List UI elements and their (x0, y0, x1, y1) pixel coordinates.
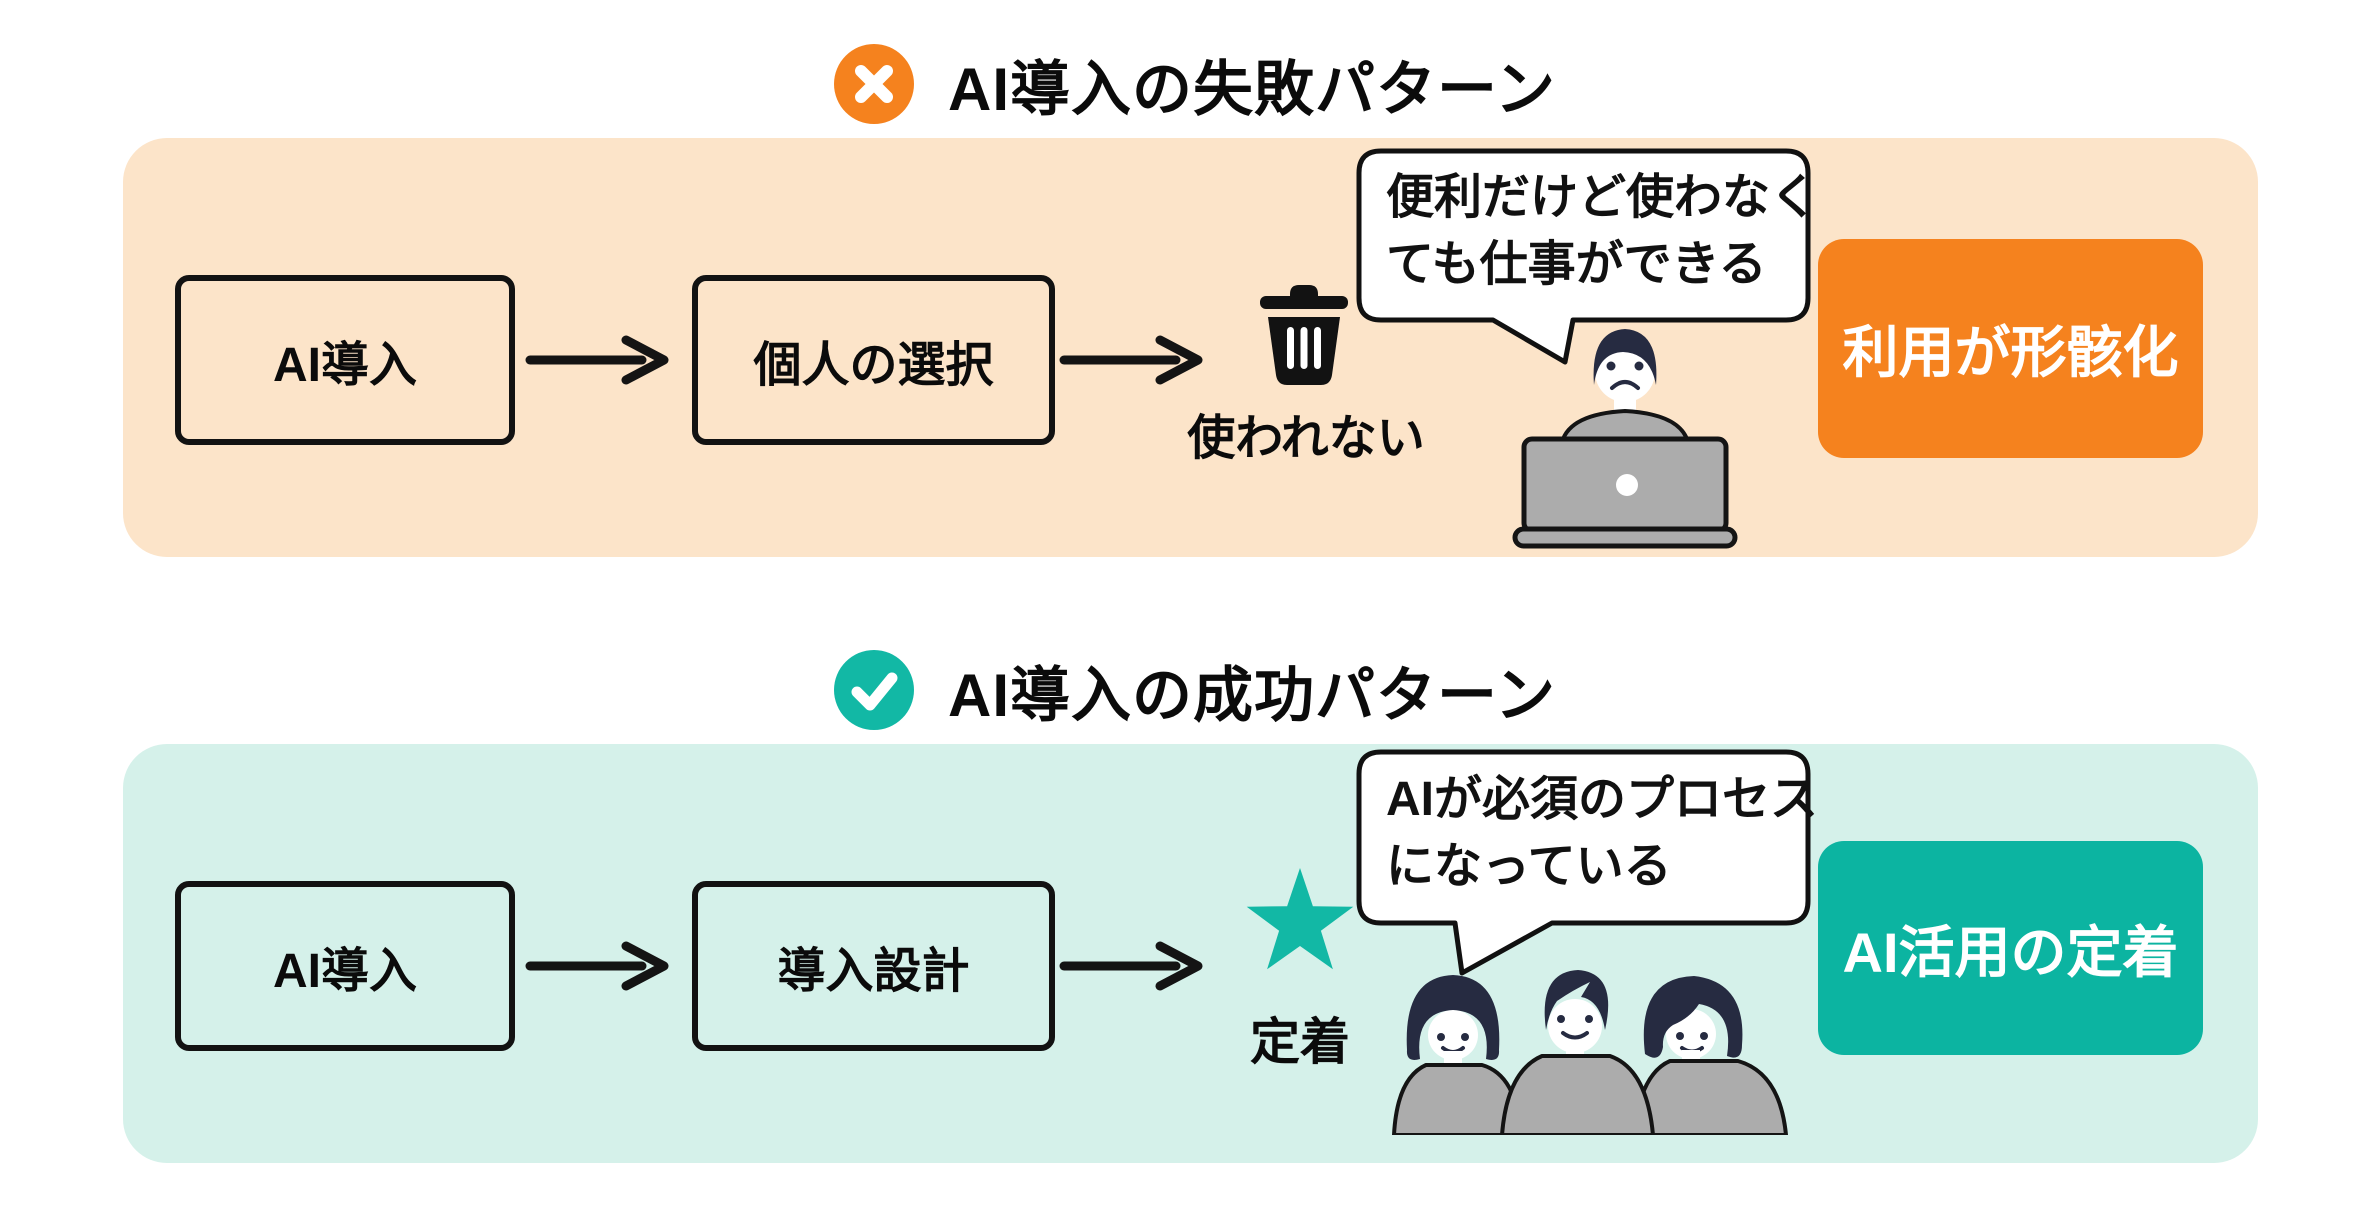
success-step-ai-intro: AI導入 (175, 881, 515, 1051)
fail-drop-label: 使われない (1187, 412, 1425, 465)
fail-section-title: AI導入の失敗パターン (948, 55, 1556, 123)
success-result-box: AI活用の定着 (1818, 841, 2203, 1055)
trash-icon (1256, 282, 1352, 386)
arrow-icon (1058, 936, 1208, 996)
arrow-icon (524, 936, 674, 996)
arrow-icon (1058, 330, 1208, 390)
success-speech-bubble (1354, 747, 1814, 982)
fail-bubble-line2: ても仕事ができる (1386, 238, 1767, 291)
check-circle-icon (834, 650, 914, 730)
fail-step-ai-intro: AI導入 (175, 275, 515, 445)
arrow-icon (524, 330, 674, 390)
frustrated-worker-laptop-illustration (1510, 325, 1740, 550)
fail-result-box: 利用が形骸化 (1818, 239, 2203, 458)
success-section-title: AI導入の成功パターン (948, 661, 1556, 729)
fail-speech-bubble (1354, 146, 1814, 376)
star-icon (1240, 862, 1360, 982)
success-bubble-text: AIが必須のプロセス になっている (1386, 766, 1818, 900)
fail-bubble-text: 便利だけど使わなく ても仕事ができる (1386, 164, 1818, 298)
success-star-label: 定着 (1250, 1014, 1350, 1070)
happy-team-illustration (1390, 950, 1790, 1135)
fail-bubble-line1: 便利だけど使わなく (1386, 171, 1819, 224)
fail-step-personal-choice: 個人の選択 (692, 275, 1055, 445)
success-bubble-line1: AIが必須のプロセス (1386, 773, 1819, 826)
cross-circle-icon (834, 44, 914, 124)
success-step-rollout-design: 導入設計 (692, 881, 1055, 1051)
success-bubble-line2: になっている (1386, 840, 1672, 893)
